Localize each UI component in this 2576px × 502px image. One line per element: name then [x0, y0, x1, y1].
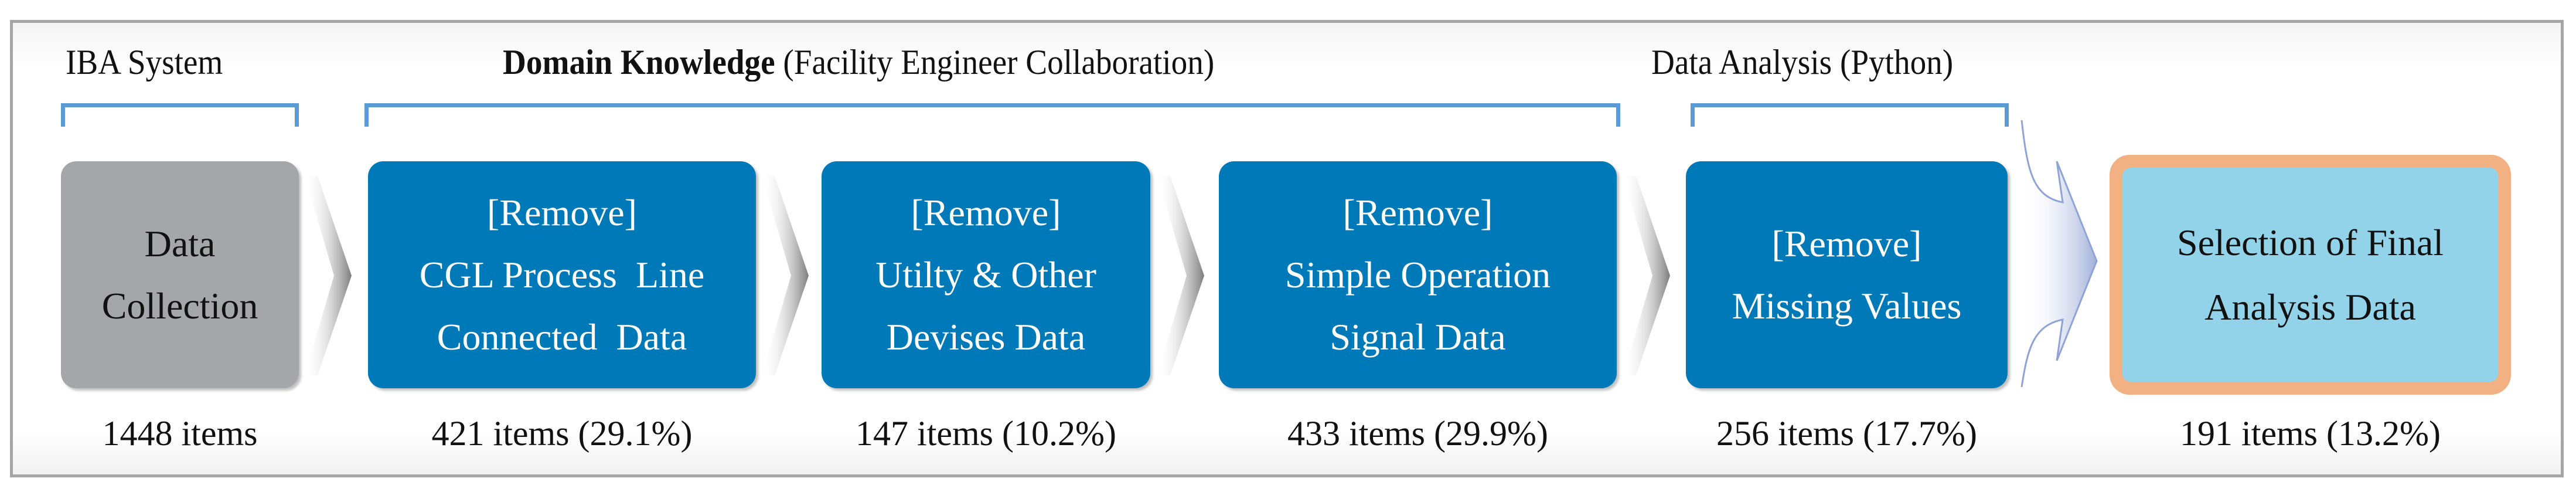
chevron-arrow-icon	[1157, 176, 1204, 375]
header-domain-knowledge: Domain Knowledge (Facility Engineer Coll…	[503, 42, 1214, 83]
count-label: 433 items (29.9%)	[1287, 414, 1548, 453]
step-remove-utility: [Remove] Utilty & Other Devises Data	[822, 161, 1150, 388]
step-line: Connected Data	[437, 316, 687, 358]
step-line: [Remove]	[1342, 191, 1493, 233]
count-label: 147 items (10.2%)	[856, 414, 1116, 453]
count-label: 256 items (17.7%)	[1716, 414, 1977, 453]
step-line: Missing Values	[1732, 284, 1962, 327]
step-final-selection: Selection of Final Analysis Data	[2110, 155, 2511, 395]
bracket-analysis	[1691, 103, 2009, 127]
count-label: 1448 items	[102, 414, 258, 453]
step-remove-simple-operation: [Remove] Simple Operation Signal Data	[1219, 161, 1617, 388]
step-line: Utilty & Other	[875, 253, 1096, 296]
count-label: 421 items (29.1%)	[431, 414, 693, 453]
step-line: Data	[144, 222, 216, 264]
chevron-arrow-icon	[1623, 176, 1670, 375]
step-remove-missing-values: [Remove] Missing Values	[1686, 161, 2008, 388]
step-line: Simple Operation	[1284, 253, 1551, 296]
step-line: [Remove]	[1771, 222, 1922, 264]
step-line: [Remove]	[487, 191, 637, 233]
header-domain-bold: Domain Knowledge	[503, 43, 775, 82]
count-label: 191 items (13.2%)	[2180, 414, 2441, 453]
step-data-collection: Data Collection	[61, 161, 299, 388]
chevron-arrow-icon	[762, 176, 809, 375]
bracket-iba	[61, 103, 299, 127]
step-line: [Remove]	[911, 191, 1061, 233]
step-remove-cgl: [Remove] CGL Process Line Connected Data	[368, 161, 756, 388]
funnel-arrow-icon	[2020, 120, 2098, 388]
header-iba-system: IBA System	[66, 43, 223, 82]
chevron-arrow-icon	[305, 176, 352, 375]
step-line: Signal Data	[1330, 316, 1506, 358]
bracket-domain	[364, 103, 1620, 127]
header-domain-rest: (Facility Engineer Collaboration)	[775, 43, 1215, 82]
final-inner: Selection of Final Analysis Data	[2122, 168, 2498, 382]
step-line: Analysis Data	[2204, 286, 2416, 328]
step-line: Collection	[101, 284, 258, 327]
step-line: Devises Data	[886, 316, 1086, 358]
header-data-analysis: Data Analysis (Python)	[1651, 43, 1954, 82]
step-line: CGL Process Line	[419, 253, 705, 296]
step-line: Selection of Final	[2176, 221, 2444, 263]
